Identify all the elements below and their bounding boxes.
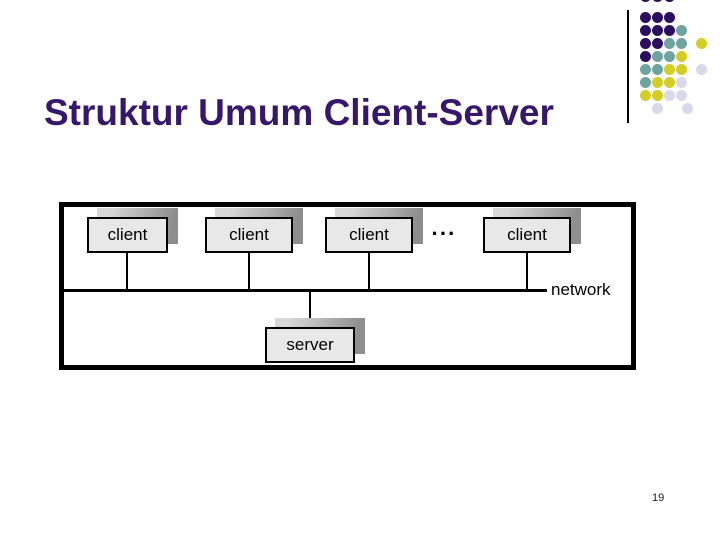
decoration-vertical-rule (627, 10, 629, 123)
client-4-connector-line (526, 253, 528, 289)
lavender-dot (652, 103, 663, 114)
teal-dot (640, 77, 651, 88)
client-box-3: client (325, 217, 413, 253)
server-box: server (265, 327, 355, 363)
network-label: network (551, 280, 611, 299)
purple-dot (640, 12, 651, 23)
dot-decoration (634, 0, 720, 133)
network-bus-line (64, 289, 547, 292)
yellow-dot (652, 90, 663, 101)
teal-dot (664, 38, 675, 49)
yellow-dot (640, 90, 651, 101)
purple-dot (640, 25, 651, 36)
client-2-connector-line (248, 253, 250, 289)
teal-dot (664, 51, 675, 62)
lavender-dot (676, 77, 687, 88)
client-box-1: client (87, 217, 168, 253)
yellow-dot (676, 64, 687, 75)
purple-dot (652, 12, 663, 23)
client-1-connector-line (126, 253, 128, 289)
client-box-label: client (349, 225, 389, 244)
page-number: 19 (652, 492, 665, 504)
client-box-label: client (229, 225, 269, 244)
server-box-label: server (286, 335, 334, 354)
server-connector-line (309, 292, 311, 327)
purple-dot (664, 12, 675, 23)
purple-dot (652, 0, 663, 2)
purple-dot (640, 38, 651, 49)
purple-dot (652, 38, 663, 49)
teal-dot (652, 64, 663, 75)
yellow-dot (664, 64, 675, 75)
client-3-connector-line (368, 253, 370, 289)
slide-title: Struktur Umum Client-Server (44, 92, 554, 133)
client-box-label: client (107, 225, 148, 244)
teal-dot (652, 51, 663, 62)
lavender-dot (682, 103, 693, 114)
purple-dot (664, 25, 675, 36)
client-server-diagram: client client client client ··· network … (59, 202, 636, 370)
yellow-dot (696, 38, 707, 49)
more-clients-ellipsis: ··· (431, 221, 457, 246)
client-box-4: client (483, 217, 571, 253)
client-box-2: client (205, 217, 293, 253)
lavender-dot (664, 90, 675, 101)
purple-dot (640, 0, 651, 2)
lavender-dot (676, 90, 687, 101)
purple-dot (664, 0, 675, 2)
teal-dot (676, 25, 687, 36)
yellow-dot (664, 77, 675, 88)
yellow-dot (652, 77, 663, 88)
purple-dot (640, 51, 651, 62)
yellow-dot (676, 51, 687, 62)
purple-dot (652, 25, 663, 36)
teal-dot (640, 64, 651, 75)
client-box-label: client (507, 225, 547, 244)
lavender-dot (696, 64, 707, 75)
teal-dot (676, 38, 687, 49)
